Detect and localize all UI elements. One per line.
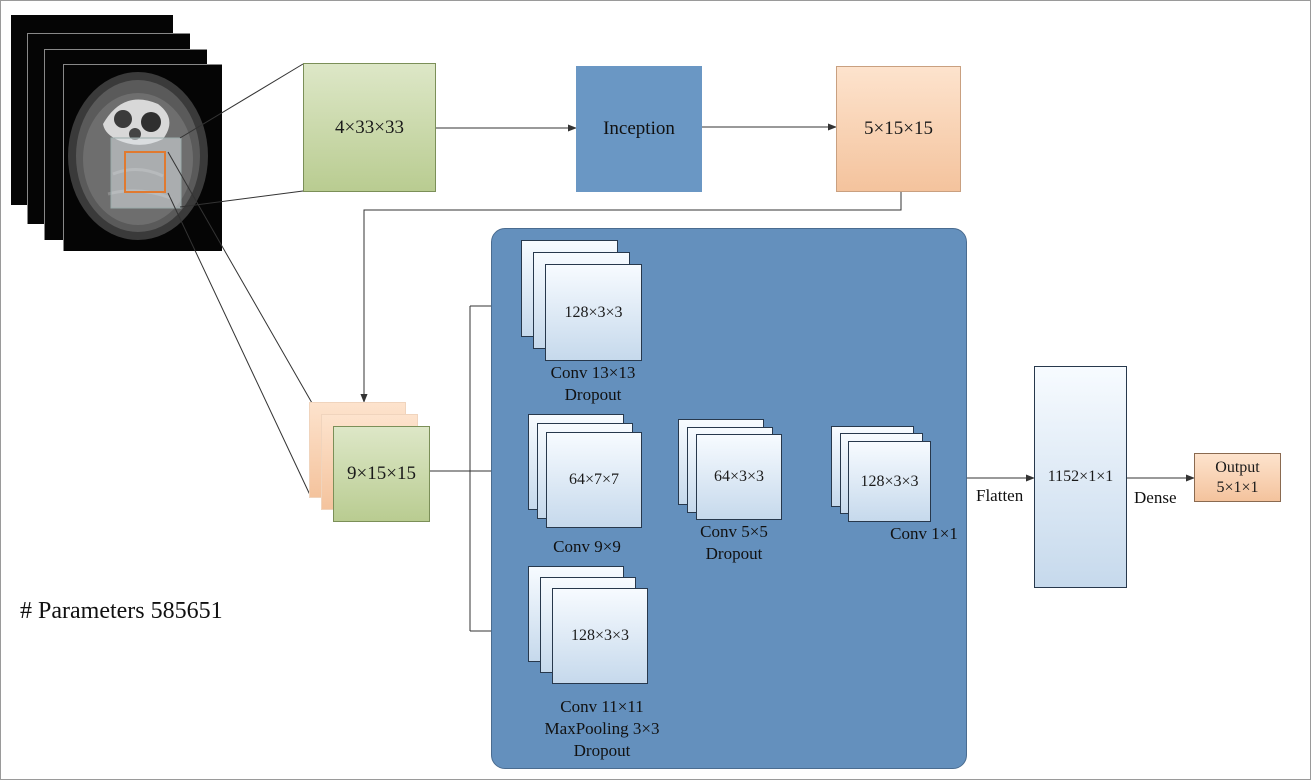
top-branch-node: 128×3×3 [545, 264, 642, 361]
mid-branch-b-label: 64×3×3 [713, 468, 765, 485]
merge-caption: Conv 1×1 [890, 524, 958, 543]
mid-branch-b-caption: Conv 5×5 Dropout [700, 522, 768, 563]
inception-node: Inception [576, 66, 702, 192]
concat-node-label: 9×15×15 [347, 463, 416, 484]
mid-branch-a-label: 64×7×7 [568, 471, 620, 488]
mid-branch-b-node: 64×3×3 [696, 434, 782, 520]
output-node-shape: 5×1×1 [1216, 478, 1259, 496]
bottom-branch-caption: Conv 11×11 MaxPooling 3×3 Dropout [544, 697, 660, 760]
output-node-title: Output [1215, 458, 1260, 476]
inception-output-node: 5×15×15 [836, 66, 961, 192]
concat-node: 9×15×15 [333, 426, 430, 522]
flatten-label: Flatten [976, 486, 1024, 505]
parameter-count: # Parameters 585651 [20, 598, 223, 624]
brain-scan-image [68, 72, 208, 240]
inception-output-label: 5×15×15 [864, 118, 933, 139]
mid-branch-a-node: 64×7×7 [546, 432, 642, 528]
bottom-branch-node: 128×3×3 [552, 588, 648, 684]
bottom-branch-label: 128×3×3 [570, 627, 630, 644]
mid-branch-a-caption: Conv 9×9 [553, 537, 621, 556]
top-branch-caption: Conv 13×13 Dropout [550, 363, 636, 404]
patch-node-label: 4×33×33 [335, 116, 404, 138]
inception-node-label: Inception [603, 118, 675, 139]
merge-node-label: 128×3×3 [860, 472, 919, 490]
output-node: Output 5×1×1 [1194, 453, 1281, 502]
top-branch-label: 128×3×3 [564, 303, 623, 321]
patch-node: 4×33×33 [303, 63, 436, 192]
merge-node: 128×3×3 [848, 441, 931, 522]
dense-label: Dense [1134, 488, 1177, 507]
flatten-node: 1152×1×1 [1034, 366, 1127, 588]
flatten-node-label: 1152×1×1 [1047, 468, 1114, 485]
